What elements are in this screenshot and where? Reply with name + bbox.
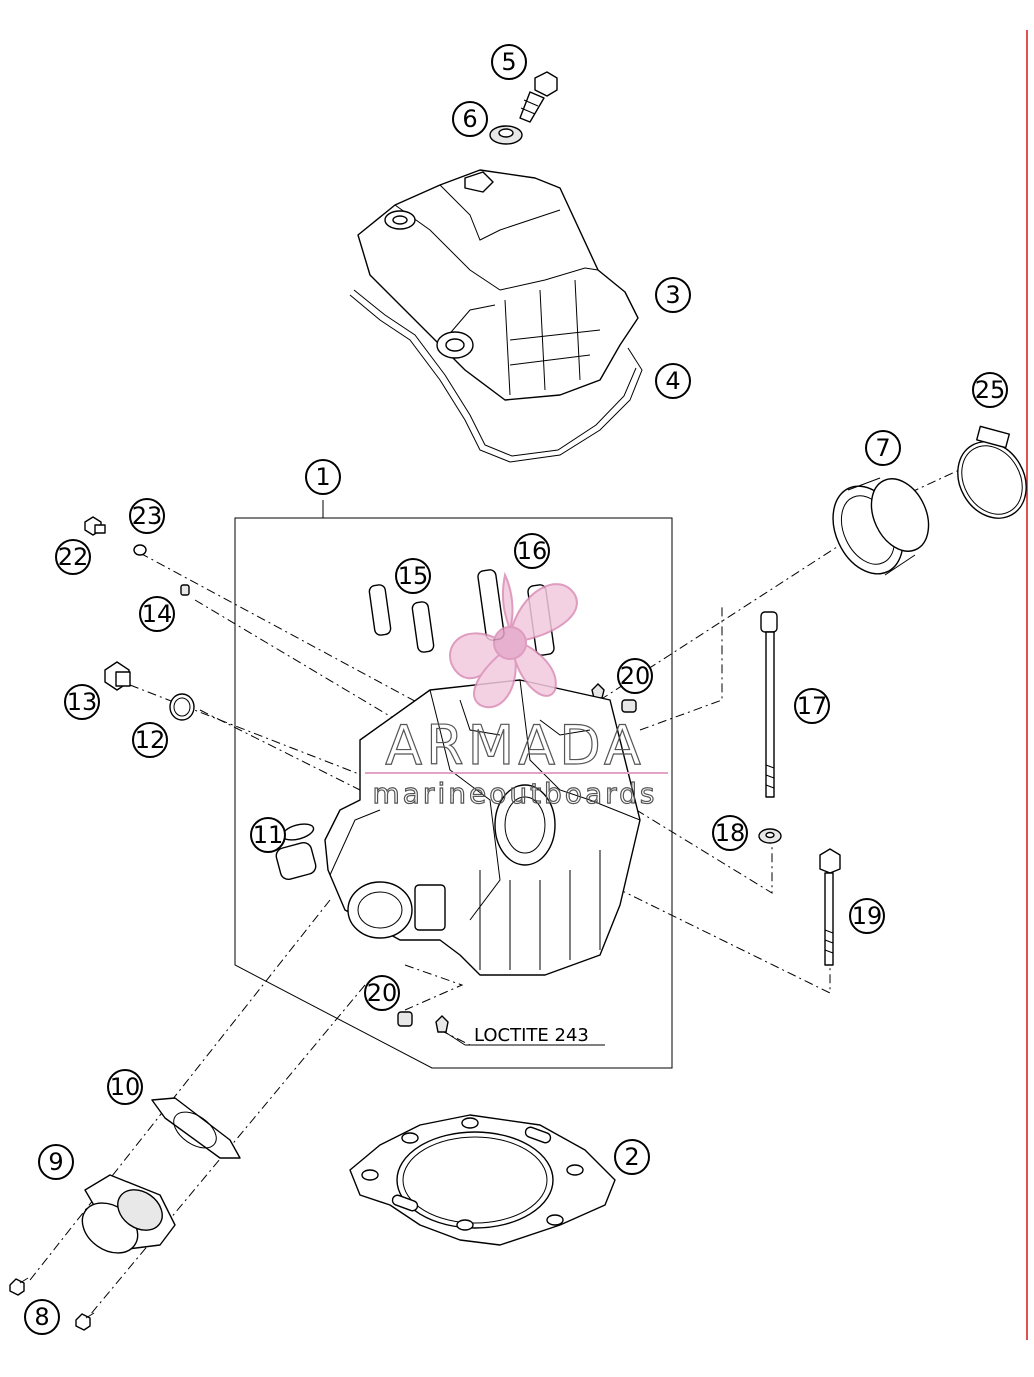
gasket-10-icon [151,1097,241,1159]
callout-18: 18 [712,815,748,851]
plug-14-icon [180,584,190,596]
bolt-5-icon [519,71,558,123]
intake-boot-7-icon [832,477,930,576]
watermark-brand: ARMADA [385,714,645,777]
callout-number: 2 [624,1143,639,1171]
callout-number: 15 [398,562,429,590]
callout-2: 2 [614,1139,650,1175]
callout-number: 14 [142,600,173,628]
seal-washer-6-icon [489,125,523,145]
callout-number: 12 [135,726,166,754]
bolt-19-icon [819,848,841,966]
callout-12: 12 [132,722,168,758]
washer-18-icon [758,828,782,844]
propeller-icon [449,571,578,708]
callout-7: 7 [865,430,901,466]
loctite-label: LOCTITE 243 [474,1025,589,1046]
valve-guides-15-icon [368,584,435,653]
watermark-tagline: marineoutboards [373,777,658,810]
callout-11: 11 [250,817,286,853]
plug-13-icon [104,661,131,691]
cylinder-head-1-icon [324,679,641,976]
callout-4: 4 [655,363,691,399]
callout-20-lower: 20 [364,975,400,1011]
sleeve-11-icon [275,823,317,881]
callout-number: 5 [501,48,516,76]
callout-number: 8 [34,1303,49,1331]
callout-13: 13 [64,684,100,720]
leader-lines [29,464,971,1316]
plug-22-icon [84,516,106,536]
callout-number: 18 [715,819,746,847]
seal-ring-12-icon [169,693,195,721]
callout-number: 16 [517,537,548,565]
bolt-17-icon [760,611,778,798]
callout-22: 22 [55,539,91,575]
callout-number: 13 [67,688,98,716]
callout-15: 15 [395,558,431,594]
callout-number: 19 [852,902,883,930]
callout-number: 4 [665,367,680,395]
callout-number: 20 [620,662,651,690]
callout-number: 17 [797,692,828,720]
seal-ring-23-icon [133,544,147,556]
callout-23: 23 [129,498,165,534]
dowel-20-upper-icon [591,683,637,713]
dowel-20-lower-icon [397,1011,449,1033]
callout-6: 6 [452,101,488,137]
loctite-note [444,1031,605,1046]
callout-19: 19 [849,898,885,934]
callout-number: 11 [253,821,284,849]
callout-number: 3 [665,281,680,309]
callout-5: 5 [491,44,527,80]
watermark: ARMADA marineoutboards [365,713,668,811]
callout-number: 9 [48,1148,63,1176]
callout-10: 10 [107,1069,143,1105]
valve-cover-gasket-4-icon [349,289,643,463]
callout-number: 22 [58,543,89,571]
callout-25: 25 [972,372,1008,408]
hose-clamp-25-icon [957,425,1027,519]
callout-17: 17 [794,688,830,724]
callout-16: 16 [514,533,550,569]
callout-number: 7 [875,434,890,462]
callout-8: 8 [24,1299,60,1335]
screws-8-icon [9,1277,95,1331]
callout-14: 14 [139,596,175,632]
head-gasket-2-icon [349,1114,616,1246]
callout-number: 10 [110,1073,141,1101]
assembly-frame-1 [234,500,673,1069]
callout-9: 9 [38,1144,74,1180]
intake-flange-9-icon [81,1174,176,1254]
callout-number: 20 [367,979,398,1007]
callout-20-upper: 20 [617,658,653,694]
callout-3: 3 [655,277,691,313]
callout-number: 1 [315,463,330,491]
callout-number: 6 [462,105,477,133]
callout-1: 1 [305,459,341,495]
valve-cover-3-icon [357,169,639,401]
callout-number: 23 [132,502,163,530]
callout-number: 25 [975,376,1006,404]
